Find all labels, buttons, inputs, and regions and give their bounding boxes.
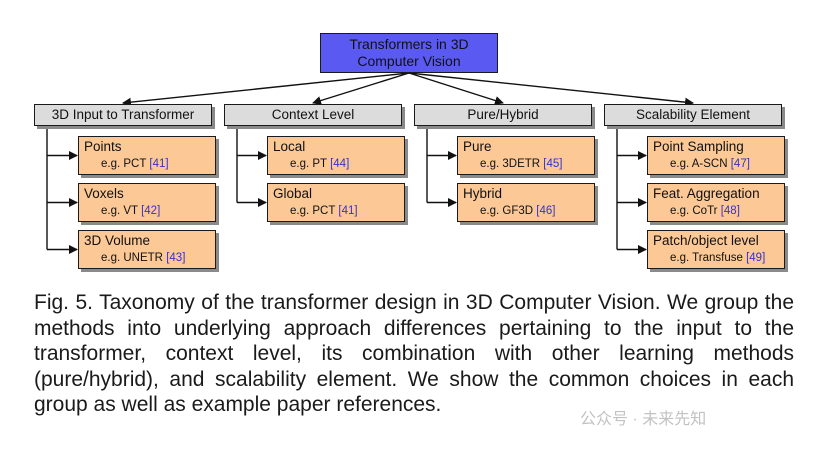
example-text: e.g. A-SCN <box>670 158 728 170</box>
leaf-label: Global <box>273 186 313 201</box>
reference-link: [41] <box>149 158 169 170</box>
reference-link: [48] <box>720 205 740 217</box>
leaf-3d-volume: 3D Volume e.g. UNETR [43] <box>78 230 216 269</box>
example-text: e.g. Transfuse <box>670 252 743 264</box>
leaf-label: Patch/object level <box>653 233 759 248</box>
leaf-feat-aggregation: Feat. Aggregation e.g. CoTr [48] <box>647 183 785 222</box>
connector-arrow <box>122 72 410 107</box>
leaf-voxels: Voxels e.g. VT [42] <box>78 183 216 222</box>
leaf-example: e.g. 3DETR [45] <box>480 157 562 171</box>
watermark-text: 公众号 · 未来先知 <box>580 411 707 428</box>
example-text: e.g. CoTr <box>670 205 718 217</box>
example-text: e.g. PCT <box>290 205 336 217</box>
reference-link: [46] <box>536 205 556 217</box>
leaf-pure: Pure e.g. 3DETR [45] <box>457 136 595 175</box>
leaf-example: e.g. PCT [41] <box>101 157 169 171</box>
reference-link: [43] <box>166 252 186 264</box>
reference-link: [47] <box>730 158 750 170</box>
leaf-label: Voxels <box>84 186 124 201</box>
leaf-label: 3D Volume <box>84 233 151 248</box>
category-context-level: Context Level <box>224 104 402 126</box>
leaf-example: e.g. PCT [41] <box>290 204 358 218</box>
leaf-label: Points <box>84 139 122 154</box>
leaf-patch-object-level: Patch/object level e.g. Transfuse [49] <box>647 230 785 269</box>
root-title-line2: Computer Vision <box>357 53 461 69</box>
category-scalability-element: Scalability Element <box>604 104 782 126</box>
category-pure-hybrid: Pure/Hybrid <box>414 104 592 126</box>
reference-link: [44] <box>330 158 350 170</box>
leaf-label: Hybrid <box>463 186 503 201</box>
example-text: e.g. PT <box>290 158 327 170</box>
leaf-example: e.g. VT [42] <box>101 204 160 218</box>
example-text: e.g. GF3D <box>480 205 534 217</box>
figure-caption: Fig. 5. Taxonomy of the transformer desi… <box>34 291 794 416</box>
example-text: e.g. 3DETR <box>480 158 541 170</box>
taxonomy-connectors <box>46 72 694 254</box>
root-node: Transformers in 3D Computer Vision <box>320 33 498 73</box>
leaf-example: e.g. CoTr [48] <box>670 204 740 218</box>
reference-link: [49] <box>746 252 766 264</box>
example-text: e.g. PCT <box>101 158 147 170</box>
reference-link: [41] <box>338 205 358 217</box>
leaf-local: Local e.g. PT [44] <box>267 136 405 175</box>
category-3d-input-to-transformer: 3D Input to Transformer <box>34 104 212 126</box>
leaf-example: e.g. A-SCN [47] <box>670 157 750 171</box>
reference-link: [45] <box>543 158 563 170</box>
reference-link: [42] <box>141 205 161 217</box>
connector-arrow <box>408 72 504 105</box>
leaf-example: e.g. UNETR [43] <box>101 251 185 265</box>
leaf-label: Point Sampling <box>653 139 744 154</box>
leaf-label: Local <box>273 139 306 154</box>
example-text: e.g. UNETR <box>101 252 163 264</box>
leaf-label: Feat. Aggregation <box>653 186 760 201</box>
connector-arrow <box>408 72 694 107</box>
leaf-hybrid: Hybrid e.g. GF3D [46] <box>457 183 595 222</box>
leaf-example: e.g. PT [44] <box>290 157 349 171</box>
leaf-point-sampling: Point Sampling e.g. A-SCN [47] <box>647 136 785 175</box>
leaf-example: e.g. Transfuse [49] <box>670 251 765 265</box>
leaf-label: Pure <box>463 139 492 154</box>
leaf-points: Points e.g. PCT [41] <box>78 136 216 175</box>
example-text: e.g. VT <box>101 205 138 217</box>
root-title-line1: Transformers in 3D <box>349 36 469 52</box>
connector-arrow <box>312 72 410 105</box>
leaf-example: e.g. GF3D [46] <box>480 204 555 218</box>
leaf-global: Global e.g. PCT [41] <box>267 183 405 222</box>
